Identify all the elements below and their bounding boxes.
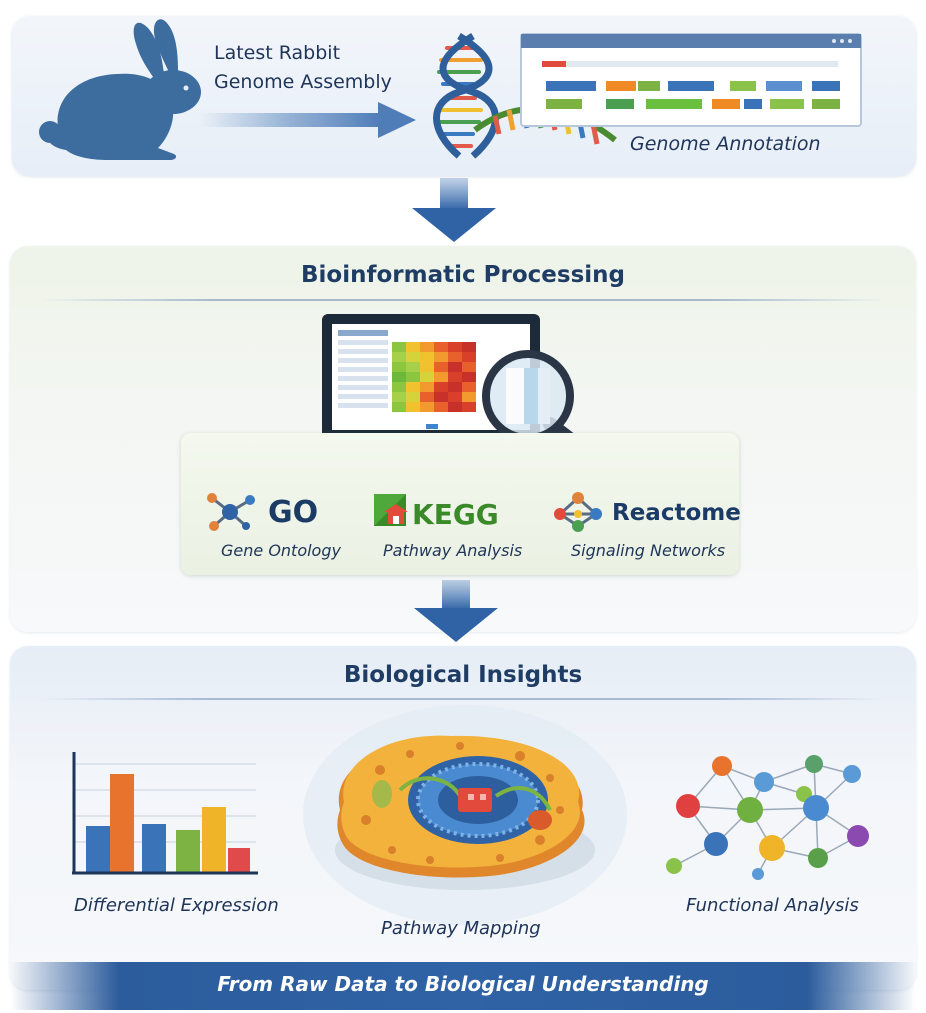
insights-divider [40, 698, 886, 700]
molecule-network-icon [207, 493, 255, 531]
reactome-network-icon [554, 492, 602, 532]
go-name: GO [268, 495, 319, 530]
down-arrow-icon [414, 580, 498, 642]
genome-annotation-label: Genome Annotation [630, 133, 821, 155]
reactome-name: Reactome [612, 500, 741, 526]
kegg-logo-icon [374, 494, 408, 526]
right-arrow-icon [200, 102, 416, 138]
network-graph-icon [666, 755, 869, 880]
cell-icon [303, 705, 627, 925]
footer-text: From Raw Data to Biological Understandin… [217, 972, 709, 996]
processing-divider [40, 299, 886, 301]
databases-box [181, 433, 739, 575]
differential-expression-label: Differential Expression [74, 895, 279, 916]
bar-chart-icon [72, 752, 258, 875]
kegg-subtitle: Pathway Analysis [383, 541, 523, 560]
go-subtitle: Gene Ontology [221, 541, 341, 560]
down-arrow-icon [412, 178, 496, 242]
footer-banner [10, 962, 916, 1010]
rabbit-icon [39, 19, 201, 160]
assembly-label-line1: Latest Rabbit [214, 42, 341, 64]
kegg-name: KEGG [412, 498, 499, 531]
processing-title: Bioinformatic Processing [301, 262, 625, 288]
functional-analysis-label: Functional Analysis [686, 895, 859, 916]
monitor-heatmap-icon [322, 314, 607, 469]
insights-title: Biological Insights [343, 662, 583, 688]
assembly-label-line2: Genome Assembly [214, 71, 392, 93]
genome-browser-window [520, 33, 862, 127]
pathway-mapping-label: Pathway Mapping [381, 918, 541, 939]
reactome-subtitle: Signaling Networks [571, 541, 726, 560]
